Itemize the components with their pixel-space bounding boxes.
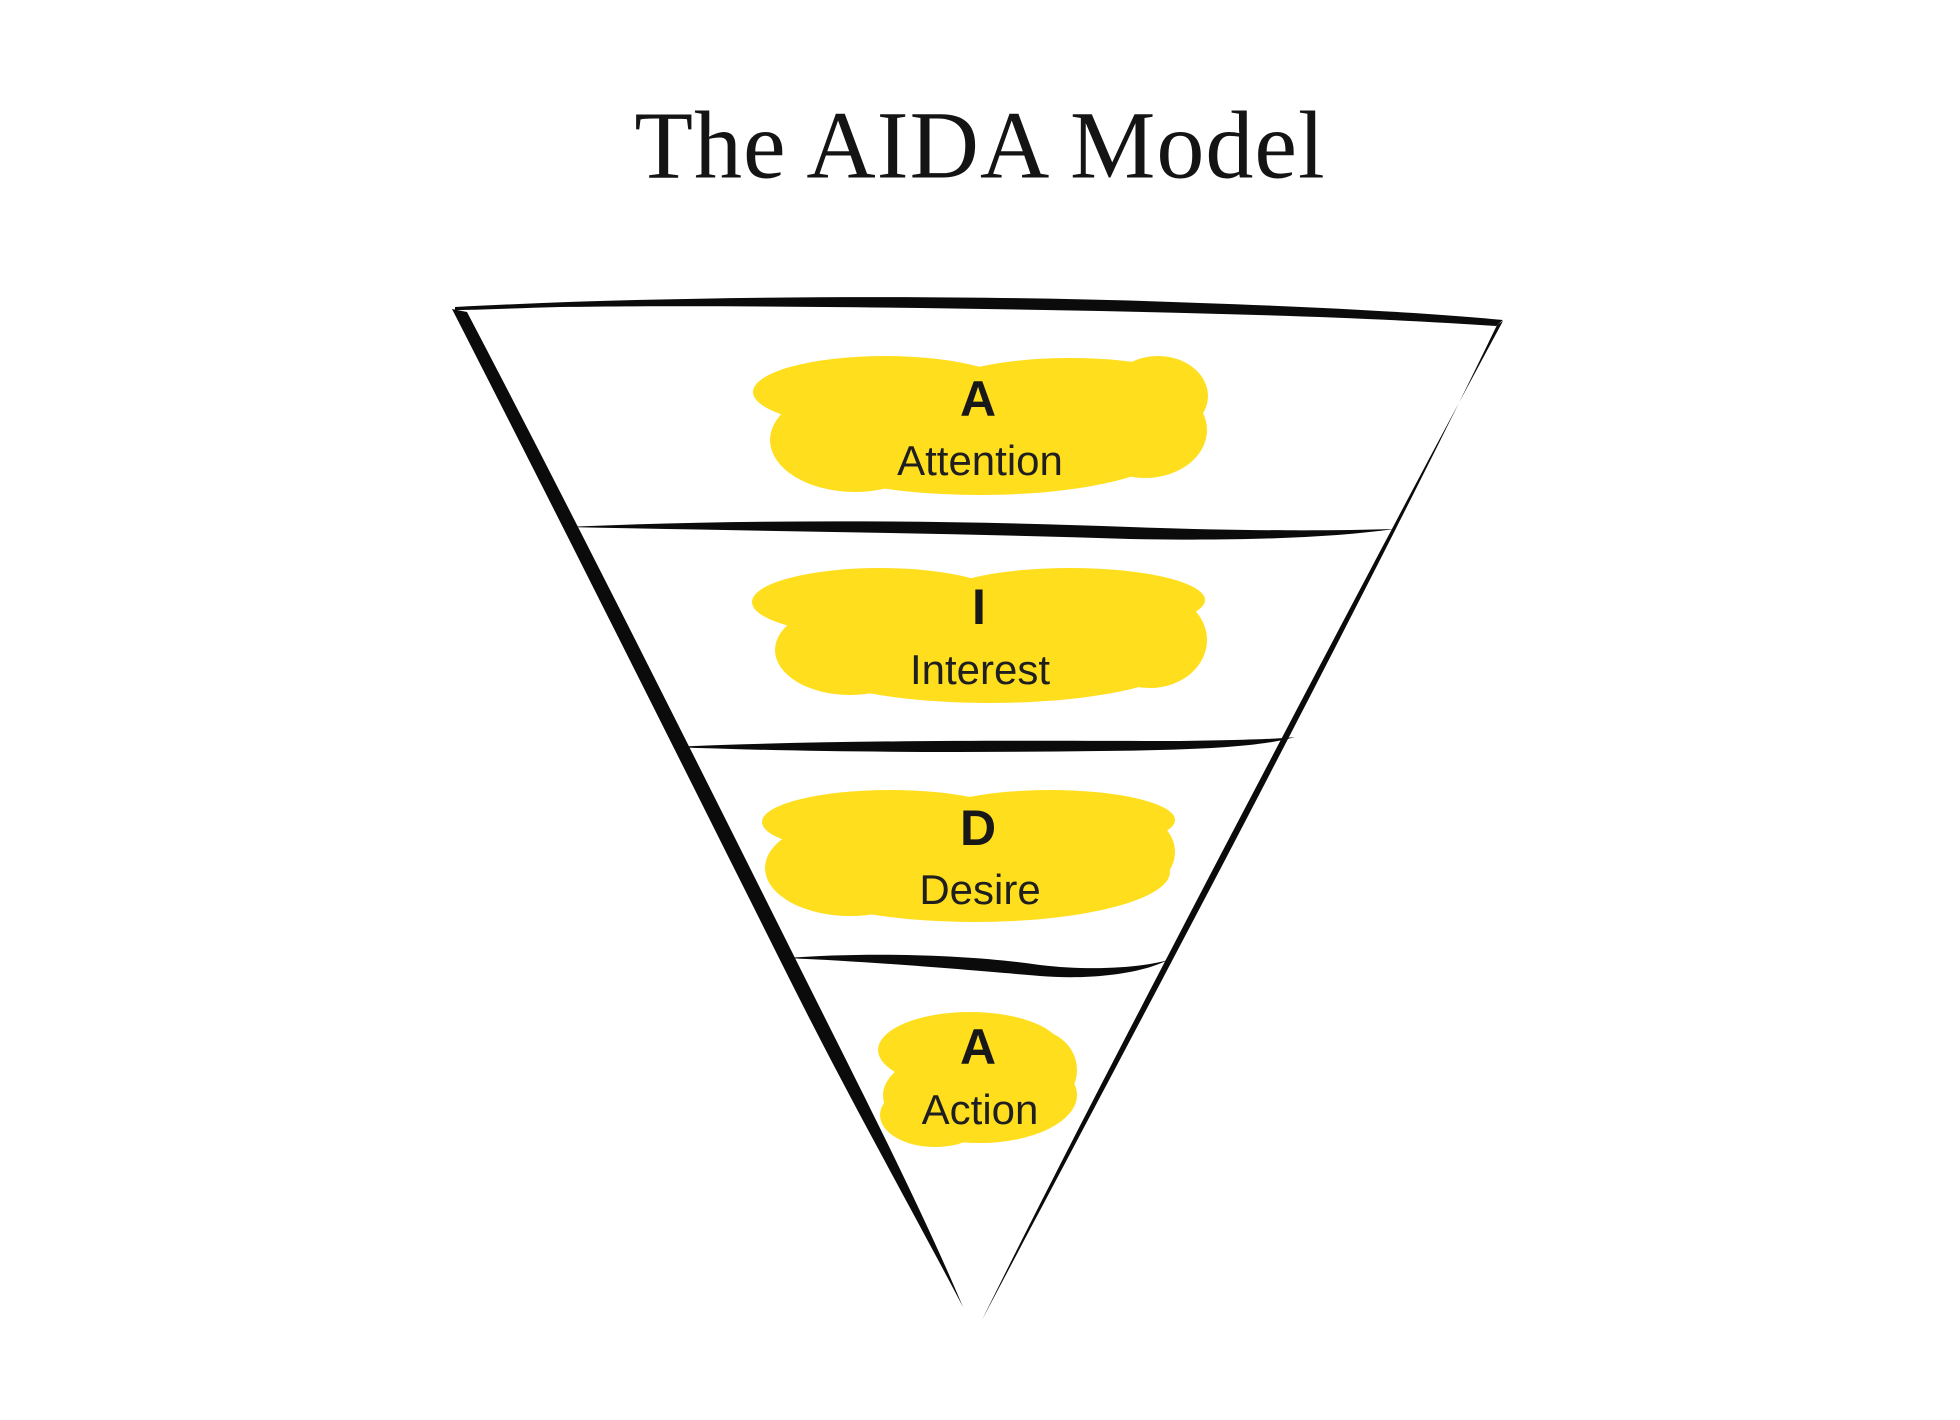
funnel-divider-1: [566, 521, 1394, 540]
highlight-blob-interest: [752, 568, 1207, 703]
funnel-top-edge: [455, 297, 1503, 326]
highlight-blob-attention: [753, 356, 1208, 495]
section-label-desire: Desire: [919, 866, 1041, 913]
page-title: The AIDA Model: [634, 91, 1326, 199]
funnel-divider-3: [786, 954, 1168, 978]
section-letter-interest: I: [972, 579, 986, 635]
section-letter-desire: D: [959, 800, 997, 856]
section-label-attention: Attention: [897, 437, 1063, 484]
section-letter-attention: A: [959, 371, 997, 427]
highlight-blob-desire: [762, 790, 1175, 922]
section-letter-action: A: [959, 1019, 997, 1075]
funnel-left-edge: [452, 309, 963, 1307]
section-label-action: Action: [921, 1086, 1039, 1133]
highlight-blob-action: [878, 1012, 1077, 1147]
funnel-divider-2: [672, 737, 1295, 752]
section-label-interest: Interest: [909, 646, 1051, 693]
funnel-right-edge: [982, 321, 1503, 1320]
